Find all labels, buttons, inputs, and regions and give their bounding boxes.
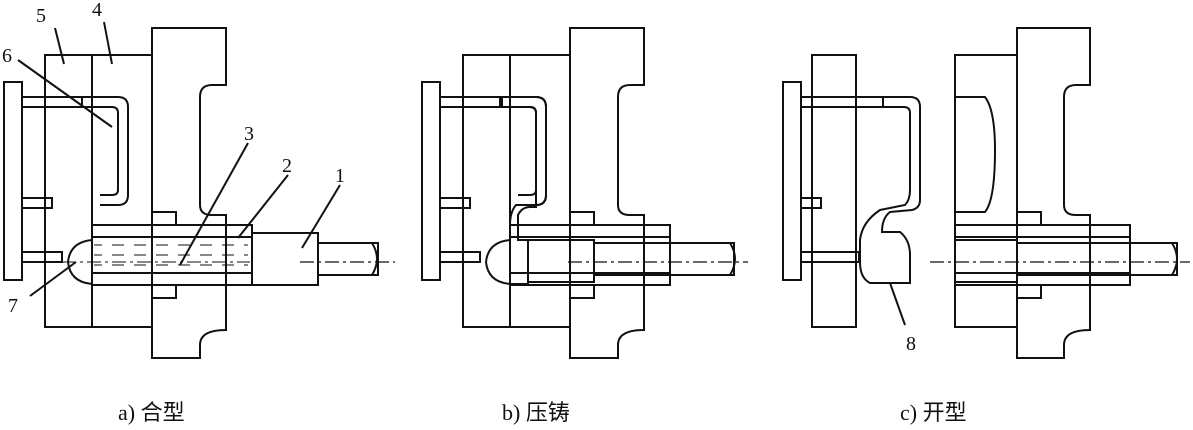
callout-4: 4 xyxy=(92,0,102,21)
callout-2: 2 xyxy=(282,155,292,177)
callout-6: 6 xyxy=(2,45,12,67)
callout-5: 5 xyxy=(36,5,46,27)
caption-c: c) 开型 xyxy=(900,400,967,425)
callout-7: 7 xyxy=(8,295,18,317)
panel-b: b) 压铸 xyxy=(421,27,748,425)
caption-a: a) 合型 xyxy=(118,400,185,425)
callout-8: 8 xyxy=(906,333,916,355)
caption-b: b) 压铸 xyxy=(502,400,570,425)
callout-3: 3 xyxy=(244,123,254,145)
callout-1: 1 xyxy=(335,165,345,187)
panel-a: 5 4 6 3 2 1 7 a) 合型 xyxy=(2,0,395,425)
panel-c: 8 c) 开型 xyxy=(782,27,1190,425)
